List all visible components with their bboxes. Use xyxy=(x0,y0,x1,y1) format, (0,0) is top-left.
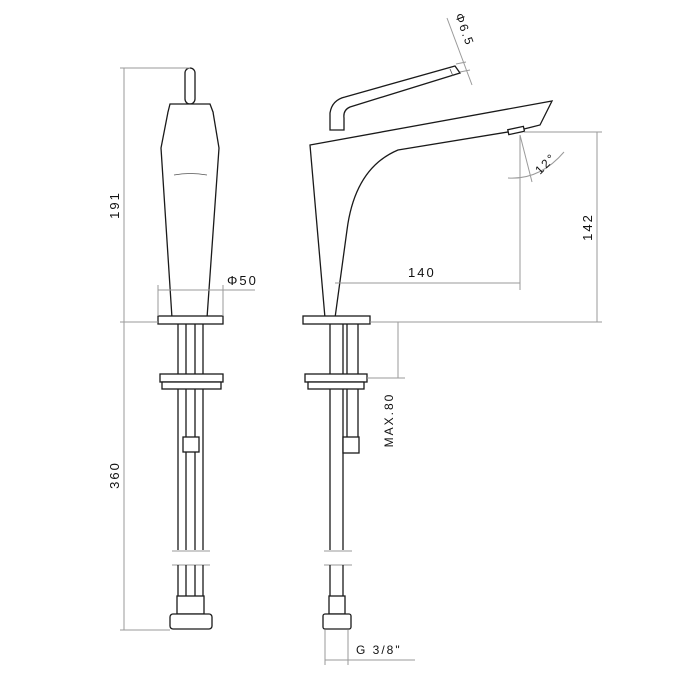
side-view-dimensions xyxy=(324,17,602,665)
height-142-label: 142 xyxy=(580,213,595,241)
reach-140-label: 140 xyxy=(408,265,436,280)
thread-g38-label: G 3/8" xyxy=(356,643,402,657)
max-80-label: MAX.80 xyxy=(382,393,396,448)
front-view xyxy=(157,67,224,630)
diameter-50-label: Φ50 xyxy=(227,273,258,288)
side-view xyxy=(302,65,554,630)
hose-360-label: 360 xyxy=(107,461,122,489)
height-191-label: 191 xyxy=(107,191,122,219)
front-view-dimensions xyxy=(120,67,255,631)
